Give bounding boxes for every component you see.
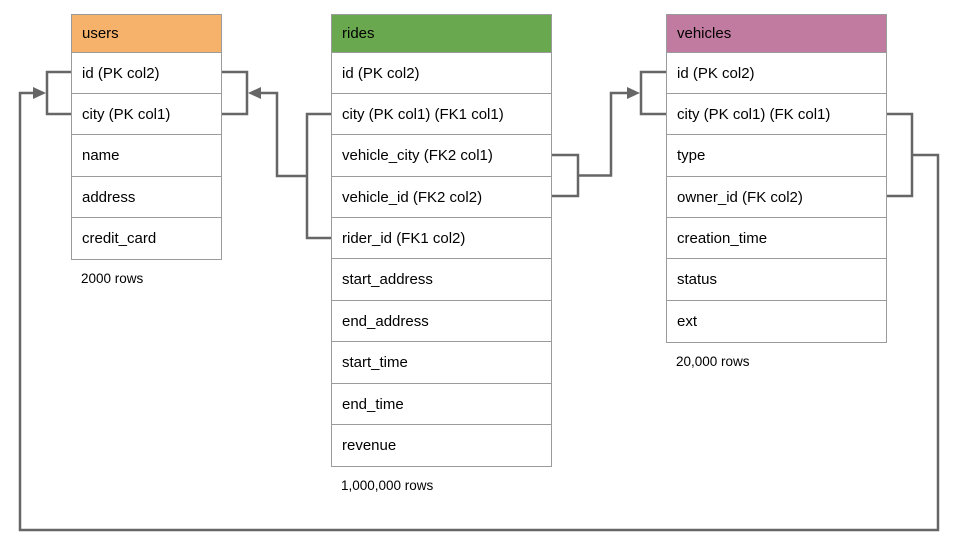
table-vehicles-header: vehicles — [667, 15, 886, 53]
table-users-col-city: city (PK col1) — [72, 93, 221, 136]
table-rides-col-end-time: end_time — [332, 383, 551, 426]
table-rides-col-start-address: start_address — [332, 259, 551, 301]
users-pk-bracket-left — [45, 70, 71, 116]
table-users-col-address: address — [72, 176, 221, 219]
table-rides-col-end-address: end_address — [332, 300, 551, 343]
rides-to-vehicles-elbow — [578, 91, 629, 177]
rides-fk1-bracket-left — [305, 112, 331, 240]
connector-rides-to-vehicles — [552, 70, 666, 198]
table-vehicles-box: vehicles id (PK col2) city (PK col1) (FK… — [666, 14, 887, 344]
table-vehicles-col-city: city (PK col1) (FK col1) — [667, 93, 886, 136]
table-rides-rowcount: 1,000,000 rows — [341, 478, 434, 494]
arrowhead-to-vehicles-pk — [627, 87, 640, 99]
table-rides: rides id (PK col2) city (PK col1) (FK1 c… — [331, 14, 552, 493]
arrowhead-to-users-pk — [248, 87, 261, 99]
table-users-rowcount: 2000 rows — [81, 271, 144, 287]
table-rides-col-vehicle-id: vehicle_id (FK2 col2) — [332, 176, 551, 219]
vehicles-pk-bracket-left — [639, 70, 666, 116]
table-vehicles-rowcount: 20,000 rows — [676, 354, 750, 370]
table-vehicles-col-status: status — [667, 259, 886, 301]
table-rides-col-revenue: revenue — [332, 425, 551, 467]
table-rides-header: rides — [332, 15, 551, 53]
connector-rides-to-users — [222, 70, 331, 240]
table-rides-col-vehicle-city: vehicle_city (FK2 col1) — [332, 135, 551, 177]
table-rides-col-rider-id: rider_id (FK1 col2) — [332, 218, 551, 260]
table-vehicles-col-id: id (PK col2) — [667, 52, 886, 94]
table-rides-col-id: id (PK col2) — [332, 52, 551, 94]
users-pk-bracket-right — [222, 70, 249, 116]
table-rides-col-start-time: start_time — [332, 342, 551, 384]
table-vehicles-col-owner-id: owner_id (FK col2) — [667, 176, 886, 219]
table-vehicles-col-type: type — [667, 135, 886, 177]
table-vehicles-col-ext: ext — [667, 300, 886, 343]
table-users-col-name: name — [72, 135, 221, 177]
table-users-header: users — [72, 15, 221, 53]
table-vehicles: vehicles id (PK col2) city (PK col1) (FK… — [666, 14, 887, 369]
rides-fk2-bracket-right — [552, 153, 580, 198]
table-users-box: users id (PK col2) city (PK col1) name a… — [71, 14, 222, 261]
table-rides-box: rides id (PK col2) city (PK col1) (FK1 c… — [331, 14, 552, 468]
rides-to-users-elbow — [259, 91, 307, 178]
table-users-col-credit-card: credit_card — [72, 218, 221, 260]
table-users-col-id: id (PK col2) — [72, 52, 221, 94]
arrowhead-to-users-pk-left — [33, 87, 46, 99]
table-users: users id (PK col2) city (PK col1) name a… — [71, 14, 222, 286]
vehicles-fk-bracket-right — [887, 112, 914, 198]
table-vehicles-col-creation-time: creation_time — [667, 218, 886, 260]
table-rides-col-city: city (PK col1) (FK1 col1) — [332, 93, 551, 136]
